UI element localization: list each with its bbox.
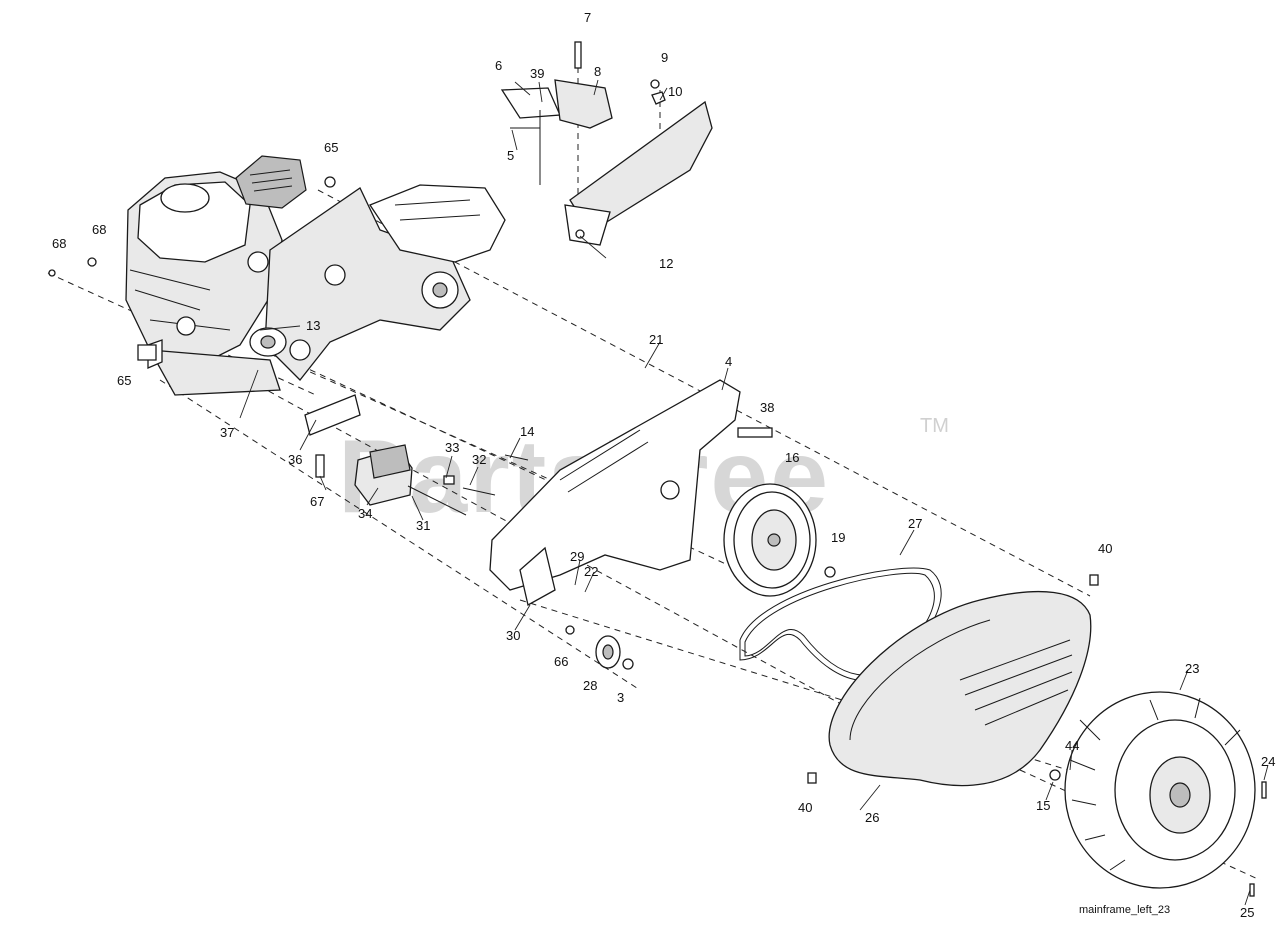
callout-3: 3 [617, 690, 624, 705]
callout-21: 21 [649, 332, 663, 347]
callout-9: 9 [661, 50, 668, 65]
callout-13: 13 [306, 318, 320, 333]
callout-66: 66 [554, 654, 568, 669]
leader-lines [239, 79, 1269, 906]
callout-23: 23 [1185, 661, 1199, 676]
callout-25: 25 [1240, 905, 1254, 920]
callout-8: 8 [594, 64, 601, 79]
upper-shield-assembly [500, 41, 713, 246]
callout-15: 15 [1036, 798, 1050, 813]
callout-40-top: 40 [1098, 541, 1112, 556]
callout-6: 6 [495, 58, 502, 73]
callout-31: 31 [416, 518, 430, 533]
engine [125, 155, 307, 396]
callout-12: 12 [659, 256, 673, 271]
callout-29: 29 [570, 549, 584, 564]
callout-22: 22 [584, 564, 598, 579]
belt-cover-plate [489, 379, 773, 606]
callout-10: 10 [668, 84, 682, 99]
callout-65-left: 65 [117, 373, 131, 388]
callout-34: 34 [358, 506, 372, 521]
callout-65-top: 65 [324, 140, 338, 155]
callout-26: 26 [865, 810, 879, 825]
callout-7: 7 [584, 10, 591, 25]
callout-32: 32 [472, 452, 486, 467]
callout-38: 38 [760, 400, 774, 415]
callout-labels: 7 9 6 39 8 10 5 12 65 68 68 13 65 21 4 3… [52, 10, 1275, 920]
callout-16: 16 [785, 450, 799, 465]
pulley [723, 483, 836, 597]
callout-19: 19 [831, 530, 845, 545]
callout-24: 24 [1261, 754, 1275, 769]
callout-39: 39 [530, 66, 544, 81]
callout-28: 28 [583, 678, 597, 693]
frame-hardware [304, 394, 496, 516]
callout-30: 30 [506, 628, 520, 643]
callout-5: 5 [507, 148, 514, 163]
callout-68-left: 68 [52, 236, 66, 251]
callout-37: 37 [220, 425, 234, 440]
wheel [1064, 691, 1256, 889]
callout-40-bottom: 40 [798, 800, 812, 815]
callout-33: 33 [445, 440, 459, 455]
reference-code: mainframe_left_23 [1079, 904, 1171, 916]
callout-67: 67 [310, 494, 324, 509]
callout-27: 27 [908, 516, 922, 531]
belt-guard [828, 591, 1092, 787]
callout-14: 14 [520, 424, 534, 439]
callout-36: 36 [288, 452, 302, 467]
watermark-trademark: TM [920, 415, 949, 437]
fasteners [48, 176, 1267, 897]
callout-44: 44 [1065, 738, 1079, 753]
callout-4: 4 [725, 354, 732, 369]
callout-68-right: 68 [92, 222, 106, 237]
idler-pulley [565, 625, 634, 670]
